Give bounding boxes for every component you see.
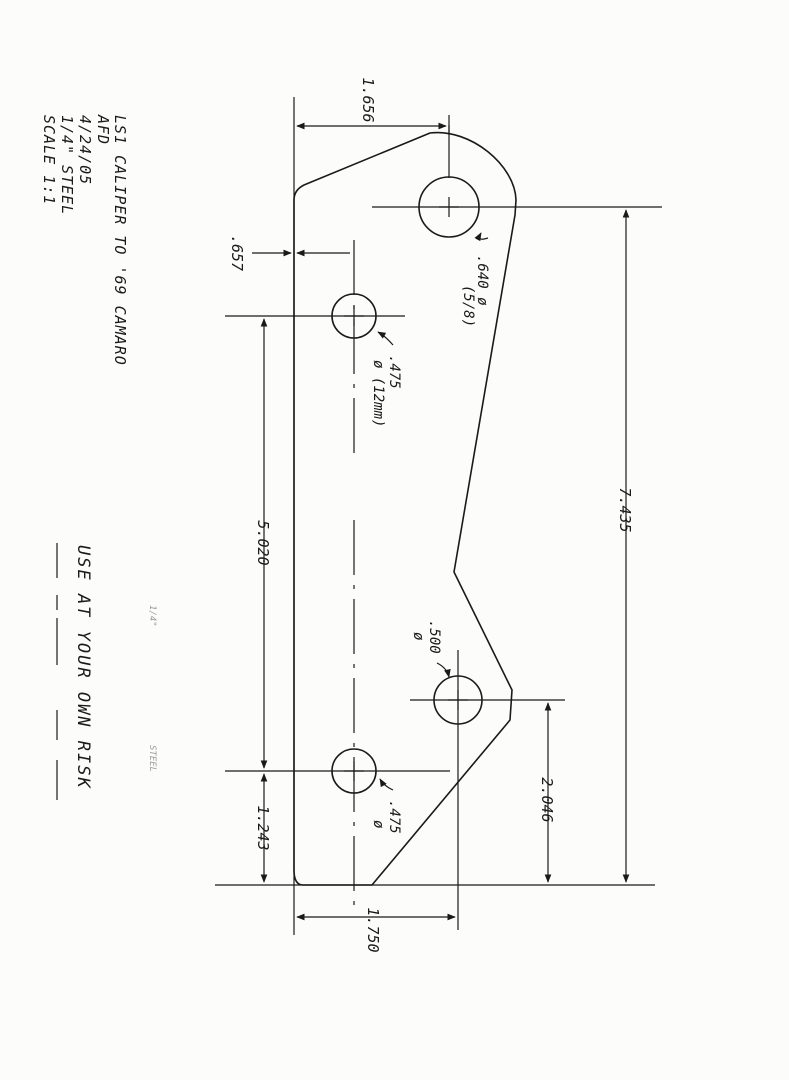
dim-top-offset: 1.656 xyxy=(359,77,377,122)
title-line-5: SCALE 1:1 xyxy=(40,115,58,205)
dim-right-height: 2.046 xyxy=(538,777,556,822)
leader-lower-right xyxy=(436,662,451,678)
callout-lower-left: .475 xyxy=(386,800,402,834)
title-line-4: 1/4" STEEL xyxy=(58,115,76,215)
warning-text: USE AT YOUR OWN RISK xyxy=(73,545,93,790)
leader-large-hole xyxy=(474,232,489,242)
title-line-2: AFD xyxy=(94,114,112,145)
faint-mark-1: 1/4" xyxy=(147,605,157,627)
leader-lower-left xyxy=(379,778,394,791)
dim-overall: 7.435 xyxy=(616,487,634,532)
callout-upper-left: .475 xyxy=(386,355,402,389)
dim-edge-offset: .657 xyxy=(228,235,246,271)
callout-large-hole: .640 ø xyxy=(474,255,490,306)
title-line-1: LS1 CALIPER TO '69 CAMARO xyxy=(111,115,129,366)
faint-mark-2: STEEL xyxy=(147,745,157,772)
leader-upper-left xyxy=(377,331,394,346)
callout-lower-left-dia: ø xyxy=(370,820,386,829)
bracket-outline xyxy=(293,131,517,886)
title-line-3: 4/24/05 xyxy=(76,115,94,185)
dim-hole-spacing: 5.020 xyxy=(254,520,272,565)
dim-bottom-left: 1.243 xyxy=(254,805,272,850)
callout-lower-right: .500 xyxy=(426,620,442,654)
callout-lower-right-dia: ø xyxy=(410,632,426,641)
callout-large-hole-frac: (5/8) xyxy=(460,285,476,327)
callout-upper-left-mm: ø (12mm) xyxy=(370,360,386,427)
dim-bottom-width: 1.750 xyxy=(364,907,382,952)
